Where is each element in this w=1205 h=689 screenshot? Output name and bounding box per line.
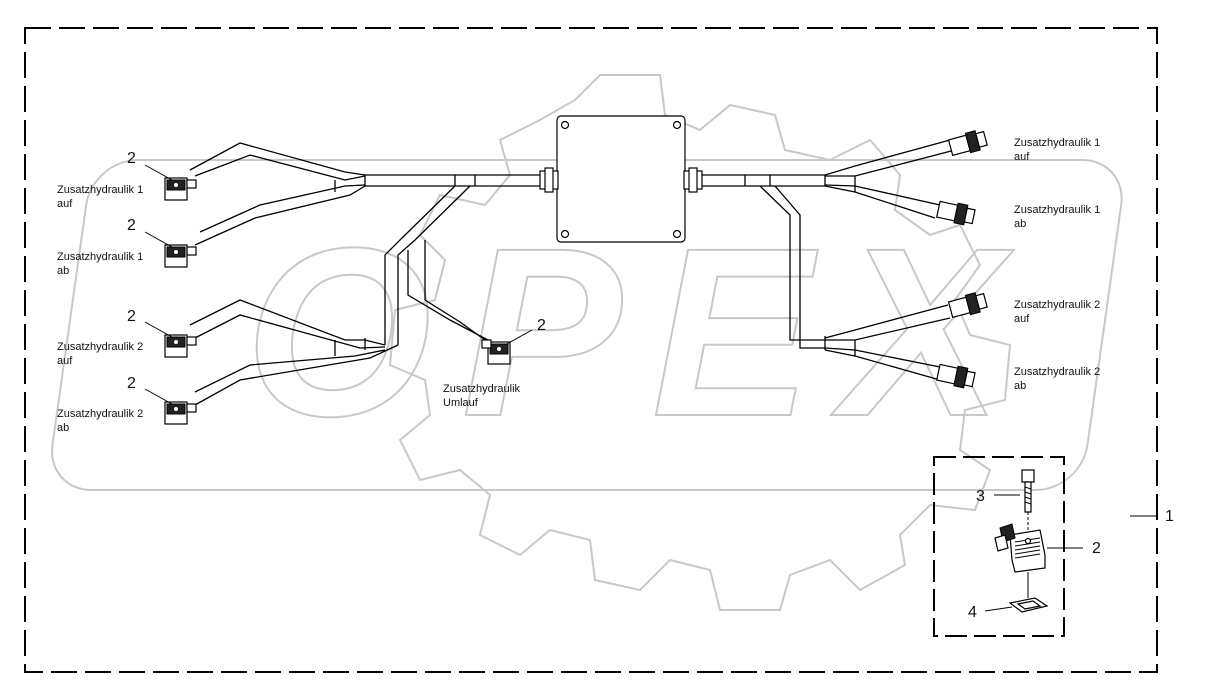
label-line2: ab [1014, 380, 1026, 392]
label-left-2: 2 Zusatzhydraulik 1 ab [57, 217, 143, 277]
callout-number: 2 [127, 150, 136, 167]
label-line2: auf [57, 355, 73, 367]
valve-plug-umlauf [481, 339, 511, 365]
plug-connector-right-3 [947, 292, 988, 319]
label-left-1: 2 Zusatzhydraulik 1 auf [57, 150, 143, 210]
label-line2: auf [57, 198, 73, 210]
callout-assembly: 1 [1165, 508, 1174, 525]
callout-screw: 3 [976, 488, 985, 505]
label-right-1: Zusatzhydraulik 1 auf [1014, 137, 1100, 163]
callout-number: 2 [127, 308, 136, 325]
junction-box [539, 115, 703, 243]
left-harness [189, 142, 540, 406]
screw-part [1021, 469, 1035, 540]
detail-inset: 3 2 4 [933, 456, 1101, 637]
right-harness [702, 139, 956, 381]
callout-valve-plug: 2 [1092, 540, 1101, 557]
label-line1: Zusatzhydraulik 2 [57, 408, 143, 420]
valve-plug-left-3 [164, 334, 197, 358]
label-line2: ab [1014, 218, 1026, 230]
seal-part [1008, 597, 1049, 613]
label-line2: auf [1014, 313, 1030, 325]
label-line1: Zusatzhydraulik 2 [1014, 366, 1100, 378]
label-line1: Zusatzhydraulik 2 [1014, 299, 1100, 311]
label-line2: ab [57, 422, 69, 434]
valve-plug-left-4 [164, 401, 197, 425]
label-line2: Umlauf [443, 397, 479, 409]
callout-number: 2 [127, 217, 136, 234]
callout-leaders-left [144, 164, 533, 405]
label-line1: Zusatzhydraulik 2 [57, 341, 143, 353]
callout-seal: 4 [968, 604, 977, 621]
callout-number: 2 [127, 375, 136, 392]
label-line1: Zusatzhydraulik 1 [1014, 137, 1100, 149]
label-line2: auf [1014, 151, 1030, 163]
label-left-4: 2 Zusatzhydraulik 2 ab [57, 375, 143, 434]
label-right-4: Zusatzhydraulik 2 ab [1014, 366, 1100, 392]
valve-plug-part [994, 523, 1046, 598]
callout-number: 2 [537, 317, 546, 334]
label-line2: ab [57, 265, 69, 277]
label-right-3: Zusatzhydraulik 2 auf [1014, 299, 1100, 325]
plug-connector-right-4 [936, 363, 976, 389]
label-center: 2 Zusatzhydraulik Umlauf [443, 317, 546, 409]
valve-plug-left-2 [164, 244, 197, 268]
label-line1: Zusatzhydraulik 1 [57, 184, 143, 196]
plug-connector-right-2 [936, 200, 976, 226]
watermark-gear-outline [388, 74, 1012, 611]
valve-plug-left-1 [164, 177, 197, 201]
label-line1: Zusatzhydraulik [443, 383, 521, 395]
label-line1: Zusatzhydraulik 1 [1014, 204, 1100, 216]
label-right-2: Zusatzhydraulik 1 ab [1014, 204, 1100, 230]
plug-connector-right-1 [947, 130, 988, 157]
label-left-3: 2 Zusatzhydraulik 2 auf [57, 308, 143, 367]
assembly-boundary [24, 27, 1158, 673]
label-line1: Zusatzhydraulik 1 [57, 251, 143, 263]
